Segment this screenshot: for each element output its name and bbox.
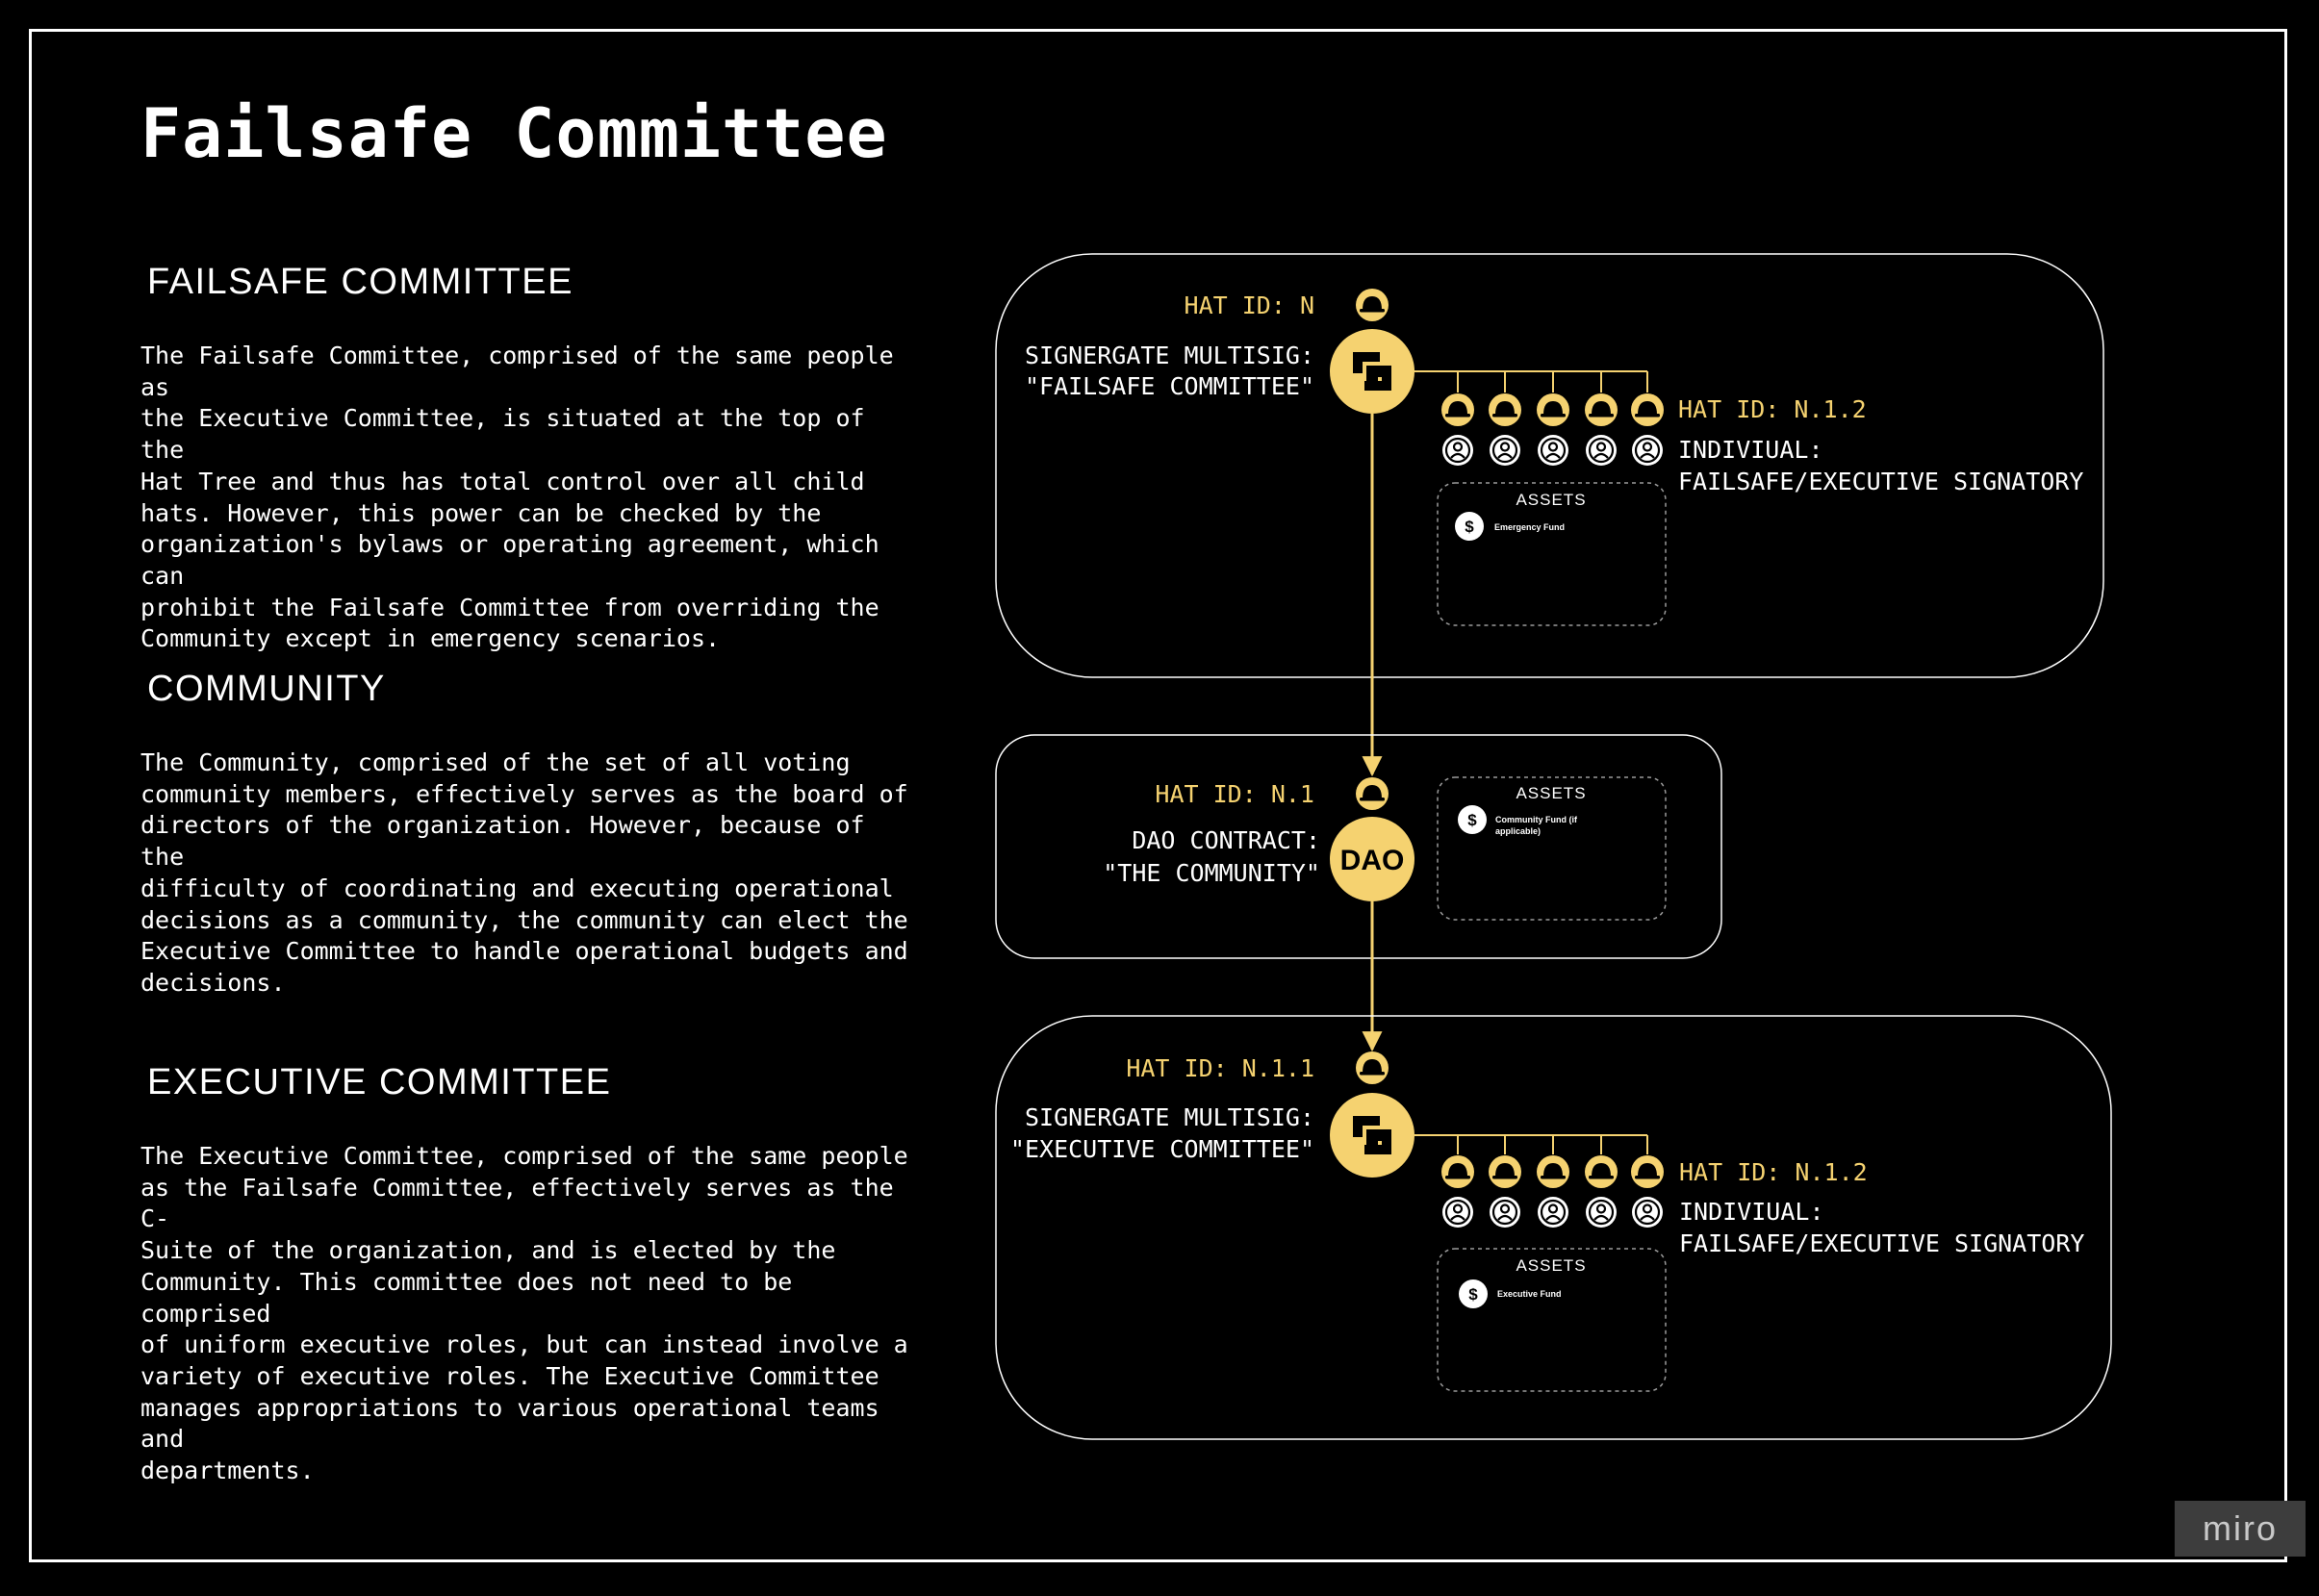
section-text-failsafe: The Failsafe Committee, comprised of the… bbox=[140, 341, 910, 655]
community-container bbox=[995, 734, 1722, 959]
page-title: Failsafe Committee bbox=[140, 94, 888, 173]
text-line: The Failsafe Committee, comprised of the… bbox=[140, 342, 894, 401]
text-line: manages appropriations to various operat… bbox=[140, 1393, 879, 1454]
community-hat-icon bbox=[1356, 777, 1389, 810]
community-assets-title: ASSETS bbox=[1516, 784, 1586, 802]
hat-icon bbox=[1441, 393, 1474, 426]
text-line: decisions. bbox=[140, 968, 286, 997]
executive-assets-title: ASSETS bbox=[1516, 1256, 1586, 1275]
executive-signer-hats bbox=[1441, 1155, 1664, 1188]
person-icon bbox=[1584, 433, 1618, 468]
community-fund-line1: Community Fund (if bbox=[1495, 815, 1578, 824]
hat-icon bbox=[1631, 1155, 1664, 1188]
failsafe-signergate-icon bbox=[1330, 329, 1414, 414]
text-line: departments. bbox=[140, 1457, 315, 1485]
text-line: prohibit the Failsafe Committee from ove… bbox=[140, 593, 879, 621]
dollar-symbol: $ bbox=[1465, 518, 1474, 536]
dao-node bbox=[1330, 817, 1414, 901]
person-icon bbox=[1440, 1195, 1475, 1229]
person-icon bbox=[1488, 433, 1522, 468]
community-fund-line2: applicable) bbox=[1495, 826, 1541, 836]
dao-node-label: DAO bbox=[1340, 845, 1405, 876]
text-line: Community except in emergency scenarios. bbox=[140, 624, 721, 653]
hat-icon bbox=[1489, 393, 1521, 426]
section-text-executive: The Executive Committee, comprised of th… bbox=[140, 1141, 910, 1487]
failsafe-label-line2: "FAILSAFE COMMITTEE" bbox=[1025, 372, 1314, 400]
hat-icon bbox=[1489, 1155, 1521, 1188]
miro-watermark[interactable]: miro bbox=[2175, 1501, 2306, 1557]
failsafe-hat-icon bbox=[1356, 289, 1389, 321]
text-line: Community. This committee does not need … bbox=[140, 1267, 793, 1328]
section-heading-executive: EXECUTIVE COMMITTEE bbox=[147, 1062, 612, 1102]
community-hat-id: HAT ID: N.1 bbox=[1155, 780, 1314, 808]
text-line: community members, effectively serves as… bbox=[140, 779, 908, 808]
failsafe-signer-hats bbox=[1441, 393, 1664, 426]
text-line: decisions as a community, the community … bbox=[140, 905, 908, 934]
dollar-symbol: $ bbox=[1467, 811, 1477, 829]
executive-signer-people bbox=[1440, 1195, 1665, 1229]
dollar-symbol: $ bbox=[1468, 1285, 1478, 1304]
text-line: of uniform executive roles, but can inst… bbox=[140, 1330, 908, 1359]
executive-branch-lines bbox=[1414, 1134, 1648, 1154]
hat-icon bbox=[1537, 1155, 1569, 1188]
text-line: hats. However, this power can be checked… bbox=[140, 498, 822, 527]
text-line: Suite of the organization, and is electe… bbox=[140, 1236, 836, 1265]
executive-fund-label: Executive Fund bbox=[1497, 1289, 1562, 1299]
executive-label-line2: "EXECUTIVE COMMITTEE" bbox=[1010, 1135, 1314, 1163]
person-icon bbox=[1440, 433, 1475, 468]
text-line: difficulty of coordinating and executing… bbox=[140, 874, 894, 902]
section-heading-community: COMMUNITY bbox=[147, 669, 386, 709]
person-icon bbox=[1536, 433, 1570, 468]
hat-icon bbox=[1585, 393, 1618, 426]
failsafe-assets-title: ASSETS bbox=[1516, 491, 1586, 509]
text-line: The Community, comprised of the set of a… bbox=[140, 748, 851, 776]
failsafe-signer-people bbox=[1440, 433, 1665, 468]
executive-container bbox=[995, 1015, 2112, 1440]
failsafe-branch-lines bbox=[1414, 370, 1648, 393]
text-line: organization's bylaws or operating agree… bbox=[140, 530, 879, 590]
failsafe-child-line2: FAILSAFE/EXECUTIVE SIGNATORY bbox=[1678, 468, 2083, 495]
failsafe-label-line1: SIGNERGATE MULTISIG: bbox=[1025, 342, 1314, 369]
text-line: The Executive Committee, comprised of th… bbox=[140, 1142, 908, 1170]
text-line: Hat Tree and thus has total control over… bbox=[140, 467, 865, 495]
executive-label-line1: SIGNERGATE MULTISIG: bbox=[1025, 1103, 1314, 1131]
person-icon bbox=[1630, 433, 1665, 468]
text-line: directors of the organization. However, … bbox=[140, 811, 865, 872]
hat-icon bbox=[1585, 1155, 1618, 1188]
executive-child-hat-id: HAT ID: N.1.2 bbox=[1679, 1158, 1868, 1186]
text-line: variety of executive roles. The Executiv… bbox=[140, 1361, 879, 1390]
text-line: as the Failsafe Committee, effectively s… bbox=[140, 1173, 894, 1233]
executive-hat-id: HAT ID: N.1.1 bbox=[1126, 1054, 1314, 1082]
failsafe-child-hat-id: HAT ID: N.1.2 bbox=[1678, 395, 1867, 423]
section-heading-failsafe: FAILSAFE COMMITTEE bbox=[147, 262, 573, 302]
failsafe-container bbox=[995, 253, 2104, 678]
hat-icon bbox=[1631, 393, 1664, 426]
person-icon bbox=[1488, 1195, 1522, 1229]
executive-hat-icon bbox=[1356, 1051, 1389, 1084]
failsafe-fund-label: Emergency Fund bbox=[1494, 522, 1565, 532]
community-label-line1: DAO CONTRACT: bbox=[1132, 826, 1320, 854]
section-text-community: The Community, comprised of the set of a… bbox=[140, 747, 910, 1000]
executive-child-line2: FAILSAFE/EXECUTIVE SIGNATORY bbox=[1679, 1229, 2084, 1257]
failsafe-child-line1: INDIVIUAL: bbox=[1678, 436, 1823, 464]
community-label-line2: "THE COMMUNITY" bbox=[1103, 859, 1320, 887]
text-line: the Executive Committee, is situated at … bbox=[140, 404, 865, 465]
executive-signergate-icon bbox=[1330, 1093, 1414, 1178]
hat-icon bbox=[1537, 393, 1569, 426]
person-icon bbox=[1536, 1195, 1570, 1229]
executive-child-line1: INDIVIUAL: bbox=[1679, 1198, 1824, 1226]
hat-icon bbox=[1441, 1155, 1474, 1188]
person-icon bbox=[1630, 1195, 1665, 1229]
text-line: Executive Committee to handle operationa… bbox=[140, 937, 908, 966]
failsafe-hat-id: HAT ID: N bbox=[1185, 291, 1314, 319]
person-icon bbox=[1584, 1195, 1618, 1229]
board-frame bbox=[29, 29, 2287, 1562]
